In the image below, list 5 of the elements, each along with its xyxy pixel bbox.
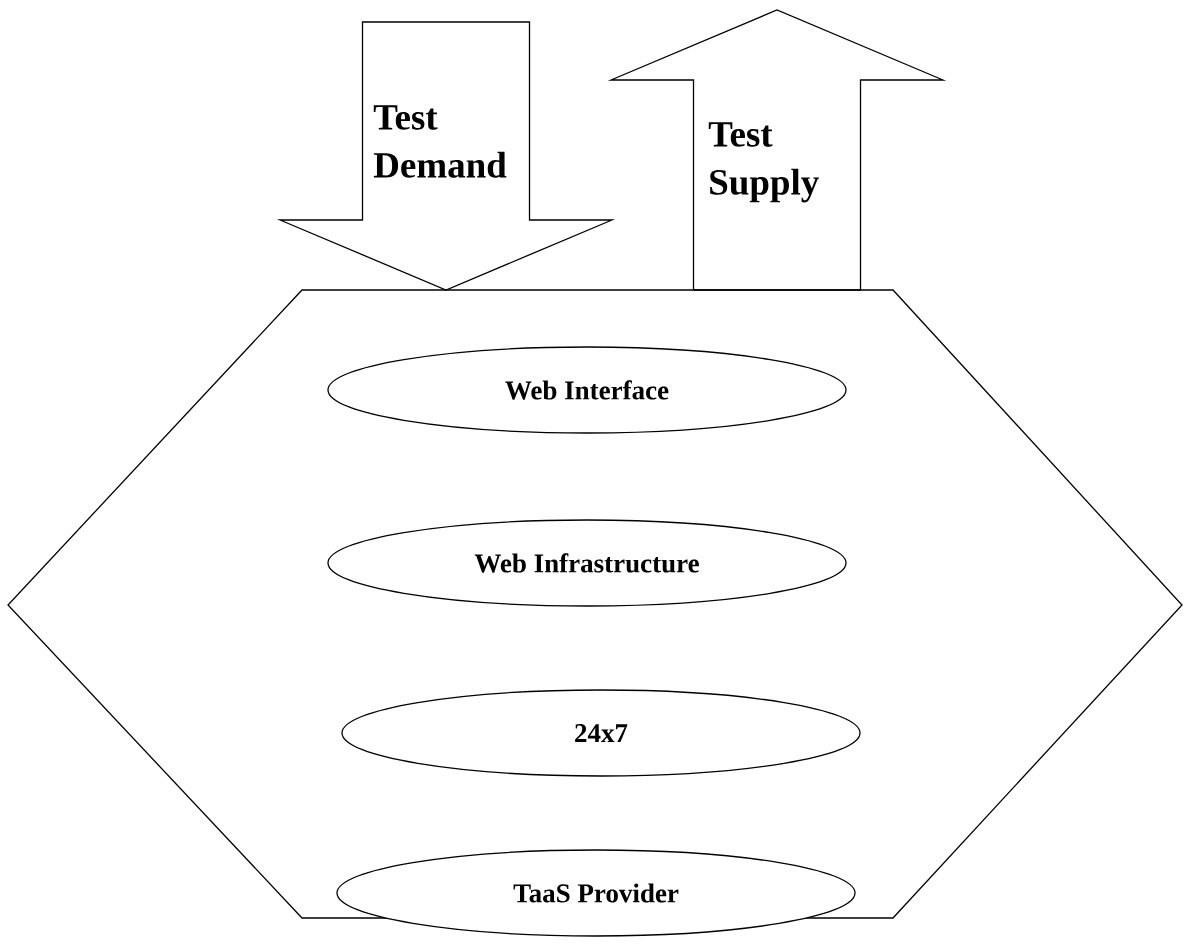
ellipse-node: Web Interface [327,346,847,434]
node-label: TaaS Provider [513,883,679,903]
ellipse-node: Web Infrastructure [327,519,847,607]
ellipse-node: 24x7 [341,689,861,777]
ellipse-node: TaaS Provider [336,849,856,937]
